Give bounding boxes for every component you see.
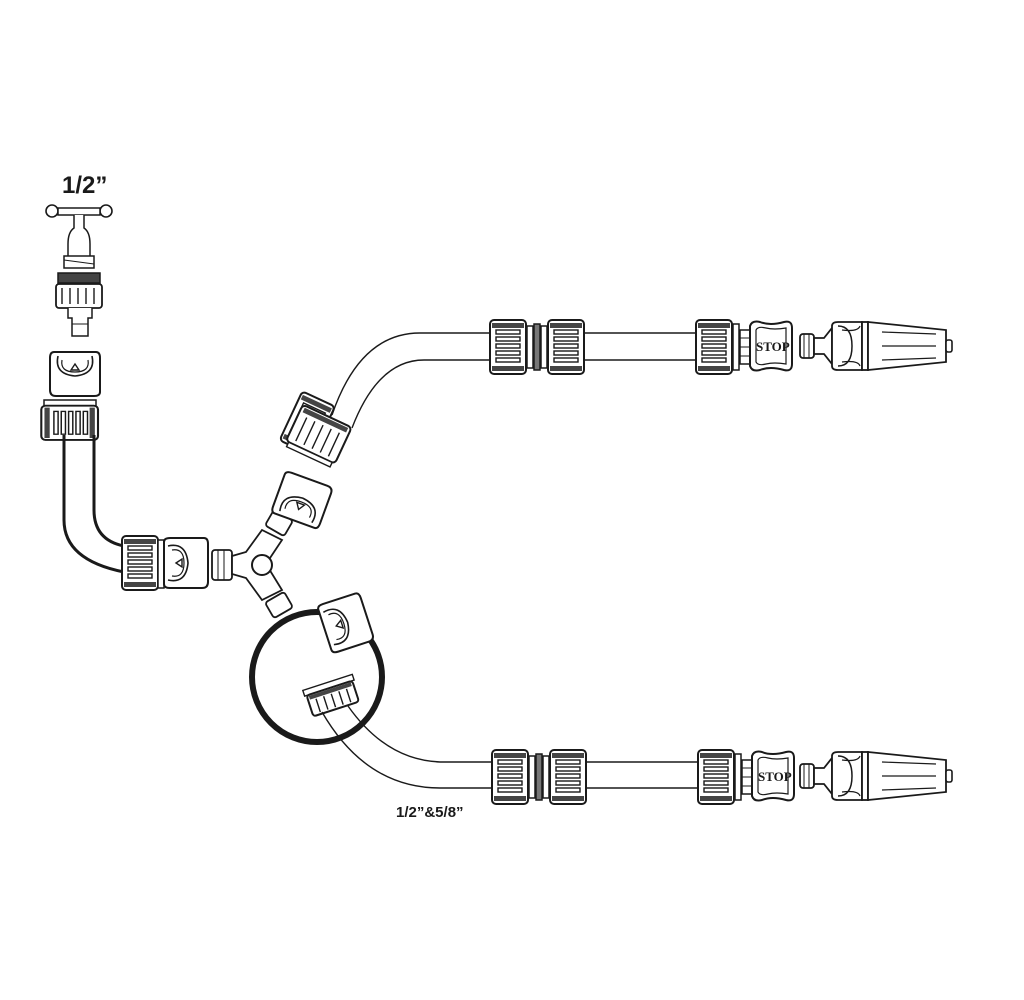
stop-label-lower: STOP bbox=[758, 769, 792, 784]
upper-hose bbox=[331, 332, 696, 429]
lower-spray-nozzle bbox=[799, 751, 953, 801]
tap bbox=[45, 204, 113, 269]
upper-hose-repair-coupler bbox=[490, 320, 584, 374]
y-splitter bbox=[211, 509, 293, 619]
lower-stop-connector: STOP bbox=[698, 750, 794, 804]
quick-connector-collar bbox=[40, 399, 100, 441]
lower-hose-repair-coupler bbox=[492, 750, 586, 804]
hose-size-label: 1/2”&5/8” bbox=[396, 804, 464, 821]
hose-end-connector bbox=[121, 535, 209, 591]
hose-feed bbox=[62, 435, 125, 574]
highlight-circle bbox=[249, 609, 385, 745]
lower-hose bbox=[321, 705, 698, 789]
stop-label-upper: STOP bbox=[756, 339, 790, 354]
lower-branch-collar bbox=[301, 673, 360, 717]
threaded-tap-adapter bbox=[55, 272, 103, 337]
quick-connector bbox=[49, 351, 101, 397]
lower-branch-connector bbox=[316, 591, 376, 655]
upper-spray-nozzle bbox=[799, 321, 953, 371]
upper-stop-connector: STOP bbox=[696, 320, 792, 374]
upper-branch-collar bbox=[285, 404, 352, 468]
tap-size-label: 1/2” bbox=[62, 172, 108, 199]
